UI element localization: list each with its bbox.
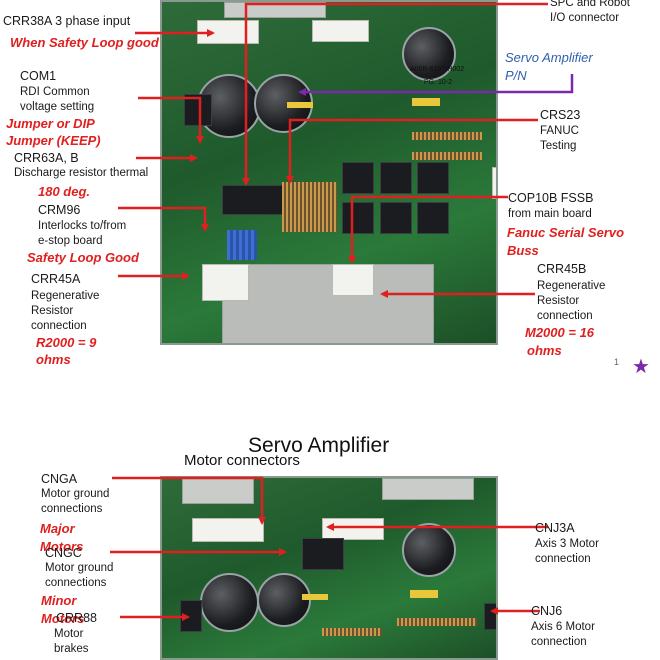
note-cnga-line1: Major — [40, 521, 75, 536]
desc-crr45b-line2: Resistor — [537, 295, 580, 307]
desc-crr45a-line2: Resistor — [31, 305, 74, 317]
desc-crs23-line2: Testing — [540, 140, 577, 152]
desc-cnga-line1: Motor ground — [41, 488, 110, 500]
desc-cnj6-line1: Axis 6 Motor — [531, 621, 595, 633]
note-crr45b-line1: M2000 = 16 — [525, 325, 595, 340]
desc-cnj3a-line2: connection — [535, 553, 591, 565]
label-spc-line2: I/O connector — [550, 12, 620, 24]
arrow-servo-pn — [298, 74, 574, 96]
note-cnga-line2: Motors — [40, 539, 84, 554]
desc-cngc-line2: connections — [45, 577, 107, 589]
arrow-crs23 — [286, 118, 538, 184]
board-page-ref: PG. 10-2 — [424, 79, 453, 86]
note-crr63: 180 deg. — [38, 184, 91, 199]
desc-crm96-line2: e-stop board — [38, 235, 103, 247]
label-cnga: CNGA — [41, 472, 78, 486]
desc-crr63: Discharge resistor thermal — [14, 167, 149, 179]
note-cop10b-line1: Fanuc Serial Servo — [507, 225, 625, 240]
desc-crr45b-line1: Regenerative — [537, 280, 606, 292]
label-crr63: CRR63A, B — [14, 151, 79, 165]
arrow-cnga — [112, 476, 266, 525]
label-crs23: CRS23 — [540, 108, 581, 122]
desc-cop10b: from main board — [508, 208, 592, 220]
desc-com1-line1: RDI Common — [20, 86, 90, 98]
desc-crr88-line2: brakes — [54, 643, 89, 655]
arrow-com1 — [138, 96, 204, 144]
label-servo-pn-line2: P/N — [505, 68, 527, 83]
note-cngc-line1: Minor — [41, 593, 77, 608]
note-cop10b-line2: Buss — [507, 243, 539, 258]
note-crr45b-line2: ohms — [527, 343, 562, 358]
desc-cnga-line2: connections — [41, 503, 103, 515]
label-crr38a: CRR38A 3 phase input — [3, 14, 131, 28]
label-servo-pn-line1: Servo Amplifier — [505, 50, 593, 65]
label-crr45a: CRR45A — [31, 272, 81, 286]
board-part-number: A06B-6107-H002 — [410, 66, 465, 73]
arrow-cop10b — [348, 195, 508, 264]
note-crr45a-line1: R2000 = 9 — [36, 335, 97, 350]
arrow-crm96 — [118, 206, 209, 232]
desc-cngc-line1: Motor ground — [45, 562, 114, 574]
desc-cnj3a-line1: Axis 3 Motor — [535, 538, 599, 550]
label-crr88: CRR88 — [56, 611, 97, 625]
desc-com1-line2: voltage setting — [20, 101, 95, 113]
desc-crr45b-line3: connection — [537, 310, 593, 322]
note-crr45a-line2: ohms — [36, 352, 71, 367]
desc-cnj6-line2: connection — [531, 636, 587, 648]
star-icon: ★ — [632, 356, 650, 378]
section-subtitle: Motor connectors — [184, 452, 300, 469]
label-crm96: CRM96 — [38, 203, 81, 217]
label-crr45b: CRR45B — [537, 262, 587, 276]
label-spc-line1: SPC and Robot — [550, 0, 630, 9]
label-com1: COM1 — [20, 69, 57, 83]
note-com1-line2: Jumper (KEEP) — [6, 133, 101, 148]
label-cnj3a: CNJ3A — [535, 521, 575, 535]
arrow-spc — [242, 2, 548, 186]
desc-crr45a-line1: Regenerative — [31, 290, 100, 302]
page-number: 1 — [614, 357, 620, 367]
desc-crm96-line1: Interlocks to/from — [38, 220, 127, 232]
note-crr38a: When Safety Loop good — [10, 35, 159, 50]
label-cngc: CNGC — [45, 546, 82, 560]
label-cnj6: CNJ6 — [531, 604, 563, 618]
note-com1-line1: Jumper or DIP — [6, 116, 95, 131]
servo-amplifier-board-photo-top: A06B-6107-H002 PG. 10-2 — [160, 0, 498, 345]
desc-crr45a-line3: connection — [31, 320, 87, 332]
servo-amplifier-board-photo-bottom — [160, 476, 498, 660]
desc-crr88-line1: Motor — [54, 628, 84, 640]
desc-crs23-line1: FANUC — [540, 125, 579, 137]
note-cngc-line2: Motors — [41, 611, 85, 626]
note-crm96: Safety Loop Good — [27, 250, 139, 265]
label-cop10b: COP10B FSSB — [508, 191, 594, 205]
section-title: Servo Amplifier — [248, 434, 390, 457]
